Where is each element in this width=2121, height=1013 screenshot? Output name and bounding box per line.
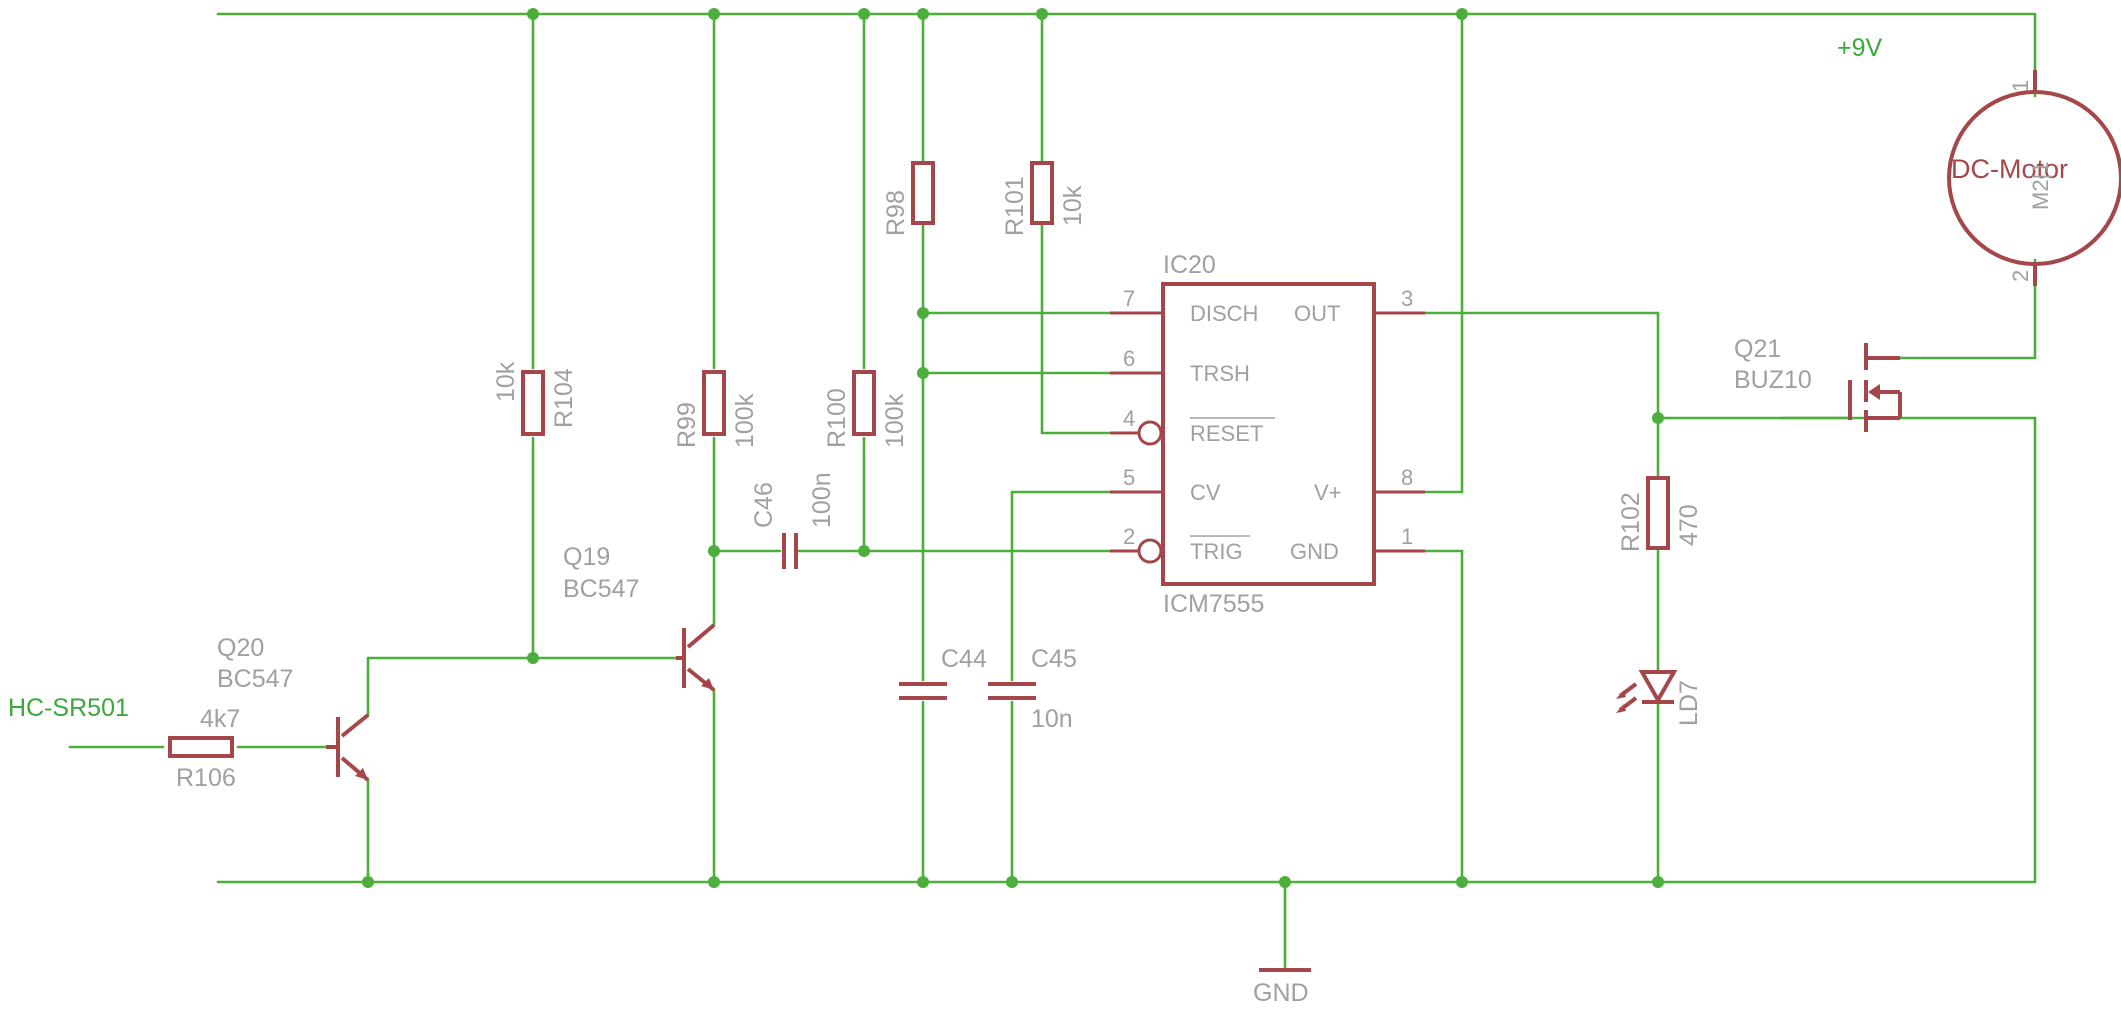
q21-name-label: Q21 (1734, 335, 1781, 363)
junction-dot (917, 876, 929, 888)
q20-name-label: Q20 (217, 634, 264, 662)
q19-name-label: Q19 (563, 543, 610, 571)
junction-dot (1456, 8, 1468, 20)
capacitor-c44: C44 (899, 645, 987, 700)
c46-value-label: 100n (808, 472, 836, 528)
c44-name-label: C44 (941, 645, 987, 673)
ic-pin-number-vplus: 8 (1401, 465, 1413, 490)
ic-value-label: ICM7555 (1163, 590, 1264, 618)
motor-pin2-label: 2 (2008, 270, 2033, 282)
r99-name-label: R99 (673, 402, 701, 448)
led-ld7: LD7 (1616, 670, 1703, 726)
ic-pin-number-out: 3 (1401, 286, 1413, 311)
junction-dot (858, 8, 870, 20)
resistor-r104: 10k R104 (492, 361, 578, 436)
resistor-r99: R99 100k (673, 370, 759, 448)
supply-net-label: +9V (1837, 34, 1883, 62)
ic-gnd-wire (1372, 549, 1464, 884)
r100-value-label: 100k (881, 393, 909, 448)
r101-name-label: R101 (1001, 176, 1029, 236)
resistor-r100: R100 100k (823, 370, 909, 448)
ic-pin-label-trig: TRIG (1190, 539, 1243, 564)
motor-drain-wire (1866, 258, 2037, 360)
ground-rail-wire (216, 416, 2037, 884)
motor-value-label: DC-Motor (1951, 154, 2068, 184)
junction-dot (1279, 876, 1291, 888)
junction-dot (708, 545, 720, 557)
r104-name-label: R104 (550, 368, 578, 428)
junctions (362, 8, 1664, 888)
ic-pin-label-gnd: GND (1290, 539, 1339, 564)
out-wire (1372, 311, 1660, 420)
ic-pin-label-trsh: TRSH (1190, 361, 1250, 386)
resistor-r102: R102 470 (1617, 476, 1703, 552)
r102-name-label: R102 (1617, 492, 1645, 552)
junction-dot (917, 8, 929, 20)
c46-name-label: C46 (750, 482, 778, 528)
junction-dot (1652, 412, 1664, 424)
junction-dot (708, 876, 720, 888)
r104-value-label: 10k (492, 361, 520, 402)
led-name-label: LD7 (1675, 680, 1703, 726)
junction-dot (917, 307, 929, 319)
junction-dot (917, 367, 929, 379)
ic-pin-number-cv: 5 (1123, 465, 1135, 490)
capacitor-c46: C46 100n (750, 472, 836, 569)
junction-dot (1006, 876, 1018, 888)
motor-part-label: M2|1 (2028, 161, 2053, 210)
ic-icm7555: IC20 ICM7555 DISCH TRSH RESET CV TRIG OU… (1110, 251, 1425, 618)
ic-pin-label-disch: DISCH (1190, 301, 1258, 326)
r101-bottom-wire (1040, 221, 1140, 435)
transistor-q21-mosfet: Q21 BUZ10 (1734, 335, 1902, 432)
ic-pin-number-trsh: 6 (1123, 346, 1135, 371)
ic-name-label: IC20 (1163, 251, 1216, 279)
junction-dot (1652, 876, 1664, 888)
q21-value-label: BUZ10 (1734, 366, 1812, 394)
vplus-wire (1372, 12, 1464, 494)
motor-pin1-label: 1 (2008, 80, 2033, 92)
ic-pin-number-gnd: 1 (1401, 524, 1413, 549)
c45-name-label: C45 (1031, 645, 1077, 673)
c45-value-label: 10n (1031, 705, 1073, 733)
capacitor-c45: C45 10n (988, 645, 1077, 733)
junction-dot (362, 876, 374, 888)
wires (68, 12, 2037, 970)
resistor-r98: R98 (882, 161, 935, 236)
ic-pin-number-trig: 2 (1123, 524, 1135, 549)
junction-dot (858, 545, 870, 557)
junction-dot (1036, 8, 1048, 20)
q19-value-label: BC547 (563, 575, 639, 603)
supply-rail-wire (216, 12, 2037, 98)
r106-name-label: R106 (176, 764, 236, 792)
resistor-r106: 4k7 R106 (168, 705, 240, 792)
ic-pin-label-cv: CV (1190, 480, 1221, 505)
ic-pin-number-reset: 4 (1123, 406, 1135, 431)
junction-dot (708, 8, 720, 20)
junction-dot (527, 652, 539, 664)
transistor-q20: Q20 BC547 (217, 634, 370, 782)
r99-value-label: 100k (731, 393, 759, 448)
ic-pin-label-out: OUT (1294, 301, 1340, 326)
ground-symbol: GND (1253, 968, 1311, 1007)
r106-value-label: 4k7 (200, 705, 240, 733)
q20-value-label: BC547 (217, 665, 293, 693)
r102-value-label: 470 (1675, 504, 1703, 546)
r101-value-label: 10k (1059, 185, 1087, 226)
r100-name-label: R100 (823, 388, 851, 448)
dc-motor: DC-Motor M2|1 1 2 (1947, 70, 2121, 286)
junction-dot (1456, 876, 1468, 888)
resistor-r101: R101 10k (1001, 161, 1087, 236)
input-net-label: HC-SR501 (8, 694, 129, 722)
ground-net-label: GND (1253, 979, 1309, 1007)
ic-pin-label-vplus: V+ (1314, 480, 1342, 505)
ic-pin-number-disch: 7 (1123, 286, 1135, 311)
junction-dot (527, 8, 539, 20)
transistor-q19: Q19 BC547 (563, 543, 716, 692)
r98-name-label: R98 (882, 190, 910, 236)
ic-pin-label-reset: RESET (1190, 421, 1263, 446)
